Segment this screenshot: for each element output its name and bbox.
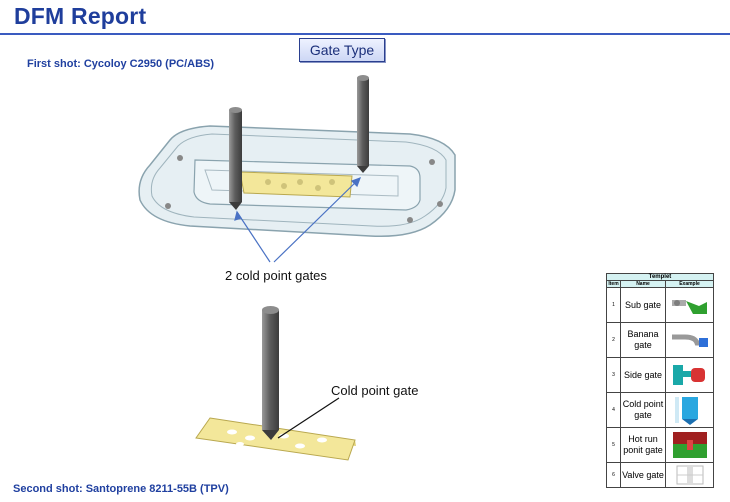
cold-point-gate-icon — [665, 392, 714, 428]
template-caption: Templet — [606, 273, 714, 281]
gate-rod-right — [357, 75, 369, 173]
row-number: 2 — [606, 322, 621, 358]
table-row: 5 Hot run ponit gate — [606, 427, 714, 463]
annotation-pointer-bottom — [277, 397, 340, 439]
housing-gate-insert — [239, 171, 353, 198]
header-name: Name — [620, 280, 666, 288]
gate-type-button[interactable]: Gate Type — [299, 38, 385, 62]
table-row: 4 Cold point gate — [606, 392, 714, 428]
row-name: Valve gate — [620, 462, 666, 488]
gate-template-table: Templet Item Name Example 1 Sub gate 2 B… — [606, 273, 714, 488]
table-row: 3 Side gate — [606, 357, 714, 393]
first-shot-label: First shot: Cycoloy C2950 (PC/ABS) — [27, 58, 215, 70]
page-title: DFM Report — [14, 3, 147, 29]
row-name: Cold point gate — [620, 392, 666, 428]
valve-gate-icon — [665, 462, 714, 488]
annotation-pointers-top — [234, 176, 362, 263]
title-divider — [0, 33, 730, 35]
lower-gate-plate — [195, 417, 356, 461]
row-number: 1 — [606, 287, 621, 323]
hot-runner-gate-icon — [665, 427, 714, 463]
gate-rod-bottom — [262, 306, 279, 440]
banana-gate-icon — [665, 322, 714, 358]
row-name: Hot run ponit gate — [620, 427, 666, 463]
gate-rod-left — [229, 107, 242, 210]
header-item: Item — [606, 280, 621, 288]
header-example: Example — [665, 280, 714, 288]
side-gate-icon — [665, 357, 714, 393]
table-row: 2 Banana gate — [606, 322, 714, 358]
cold-point-gates-label: 2 cold point gates — [225, 268, 327, 283]
row-number: 6 — [606, 462, 621, 488]
gate-illustration — [138, 75, 456, 461]
table-row: 6 Valve gate — [606, 462, 714, 488]
row-number: 3 — [606, 357, 621, 393]
sub-gate-icon — [665, 287, 714, 323]
row-name: Side gate — [620, 357, 666, 393]
row-name: Sub gate — [620, 287, 666, 323]
cold-point-gate-label: Cold point gate — [331, 383, 419, 398]
table-row: 1 Sub gate — [606, 287, 714, 323]
row-number: 4 — [606, 392, 621, 428]
row-name: Banana gate — [620, 322, 666, 358]
row-number: 5 — [606, 427, 621, 463]
second-shot-label: Second shot: Santoprene 8211-55B (TPV) — [13, 483, 229, 495]
